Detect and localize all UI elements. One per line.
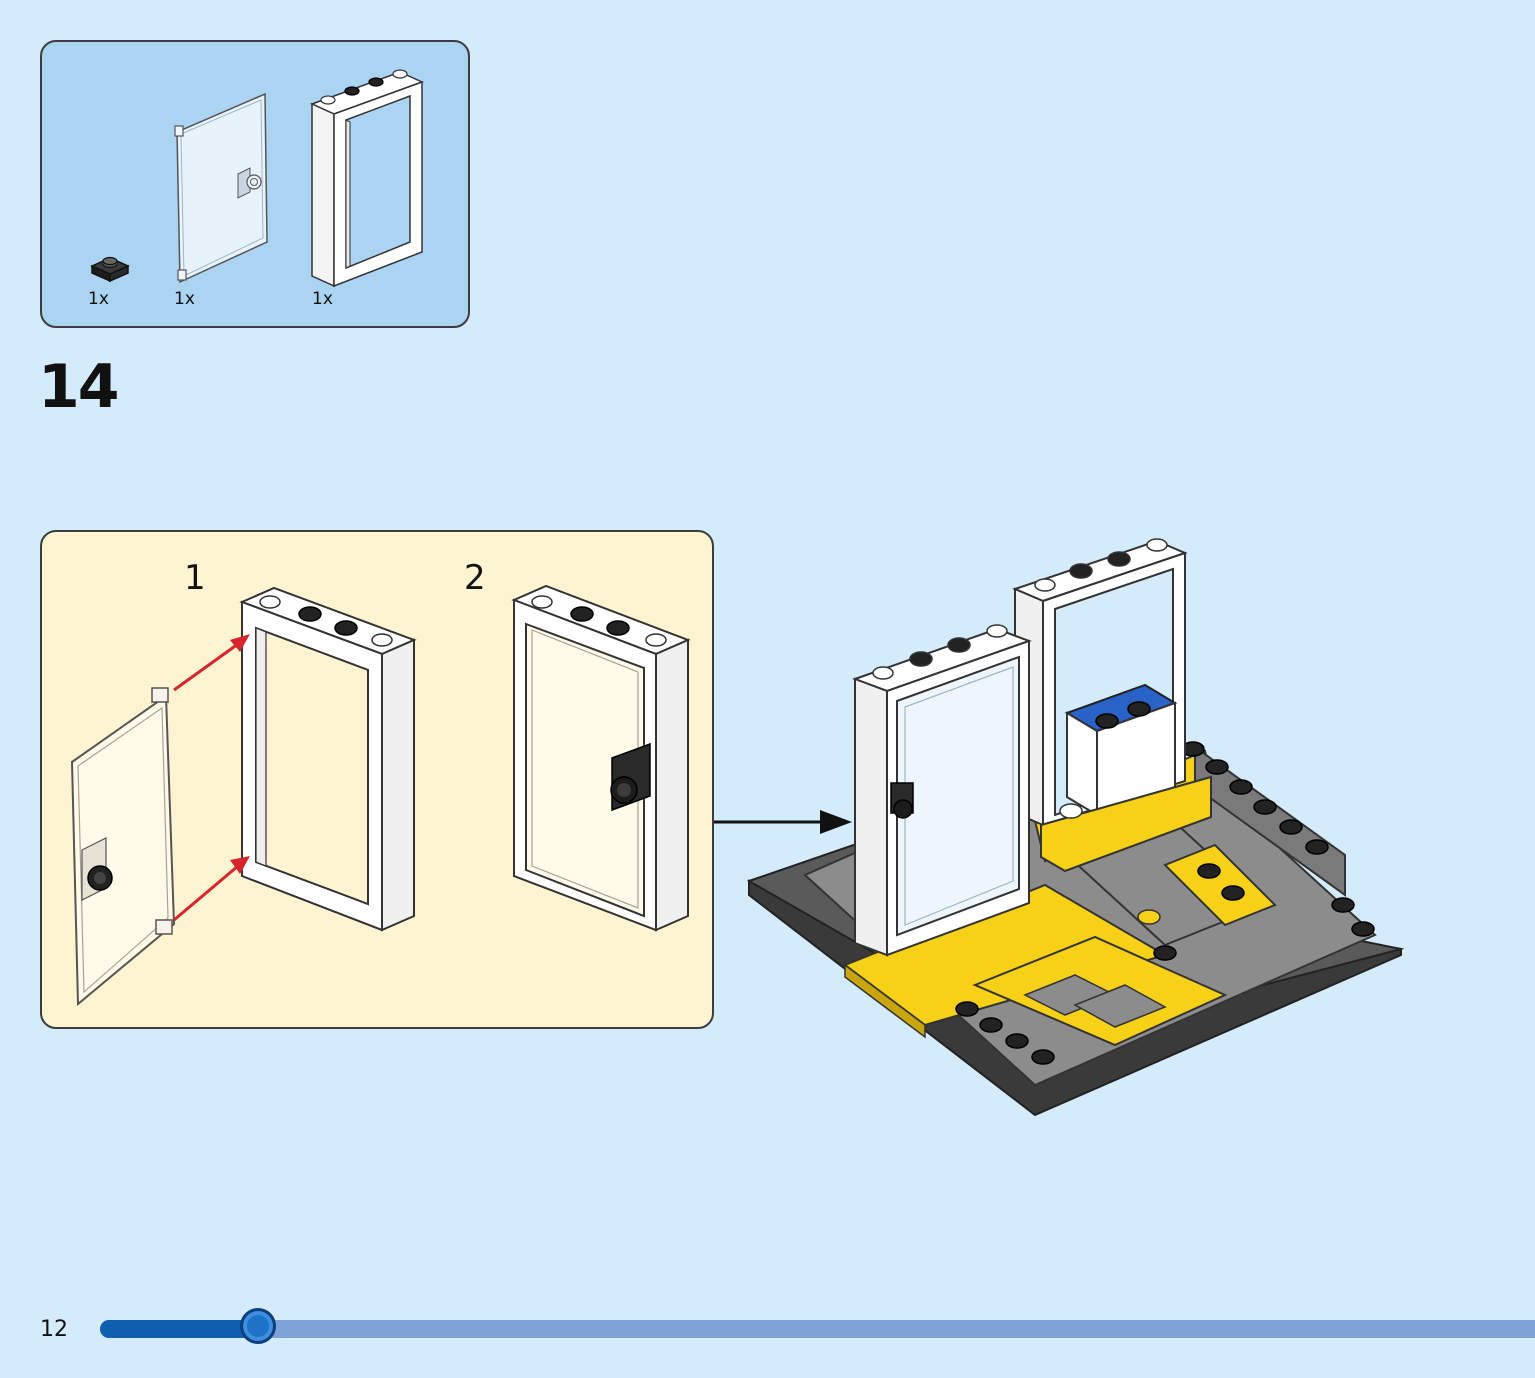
- progress-bar-fill: [100, 1320, 258, 1338]
- step-number: 14: [38, 352, 119, 422]
- parts-list-callout: 1x 1x 1x: [40, 40, 470, 328]
- parts-qty: 1x: [312, 289, 333, 309]
- substep-callout: 1 2: [40, 530, 714, 1029]
- step-arrow-icon: [714, 810, 852, 834]
- substep-label: 2: [464, 558, 486, 598]
- white-door-frame-icon: [310, 69, 424, 288]
- parts-qty: 1x: [88, 289, 109, 309]
- black-plate-1x1-icon: [90, 256, 130, 283]
- main-model-illustration: [746, 538, 1405, 1117]
- assembled-door-drawing: [511, 584, 691, 932]
- progress-knob-icon: [239, 1308, 276, 1344]
- parts-qty: 1x: [174, 289, 195, 309]
- substep-label: 1: [184, 558, 206, 598]
- door-frame-drawing: [239, 586, 417, 932]
- substep-1-illustration: [70, 584, 691, 1007]
- transparent-door-icon: [174, 92, 268, 284]
- page-number: 12: [40, 1317, 68, 1342]
- transparent-door-drawing: [70, 687, 176, 1007]
- progress-bar: [100, 1308, 1535, 1344]
- red-arrow-icon: [173, 634, 250, 922]
